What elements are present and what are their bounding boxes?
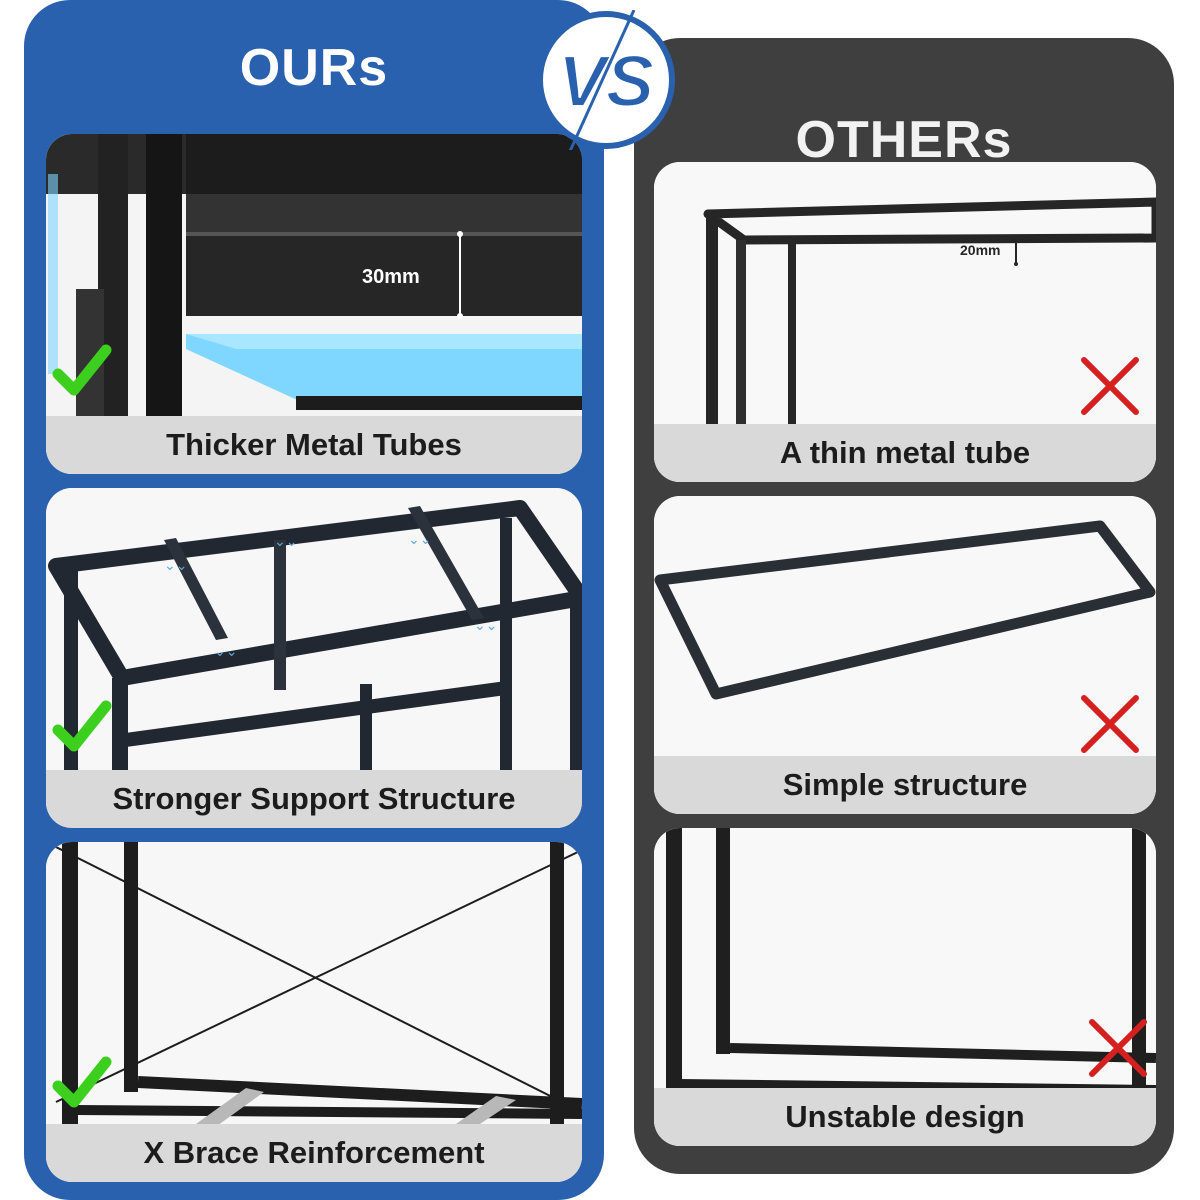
vs-badge: VS xyxy=(537,10,675,150)
svg-text:⌄⌄: ⌄⌄ xyxy=(214,644,237,660)
svg-text:⌄⌄: ⌄⌄ xyxy=(408,532,431,548)
others-caption-simple-structure: Simple structure xyxy=(654,756,1156,814)
ours-card-x-brace: X Brace Reinforcement xyxy=(46,842,582,1182)
thick-tube-measurement: 30mm xyxy=(362,266,420,288)
others-card-thin-tube: 20mm A thin metal tube xyxy=(654,162,1156,482)
others-caption-thin-tube: A thin metal tube xyxy=(654,424,1156,482)
ours-caption-x-brace: X Brace Reinforcement xyxy=(46,1124,582,1182)
svg-text:⌄⌄: ⌄⌄ xyxy=(274,534,297,550)
check-icon xyxy=(52,1056,112,1108)
others-panel: OTHERs 20mm A thin metal tube Simple str… xyxy=(634,38,1174,1174)
thick-tube-illustration xyxy=(46,134,582,474)
others-card-unstable: Unstable design xyxy=(654,828,1156,1146)
svg-text:⌄⌄: ⌄⌄ xyxy=(474,618,497,634)
cross-icon xyxy=(1081,357,1139,415)
cross-icon xyxy=(1089,1019,1147,1077)
cross-icon xyxy=(1081,695,1139,753)
thin-tube-measurement: 20mm xyxy=(960,242,1001,258)
check-icon xyxy=(52,344,112,396)
vs-text: VS xyxy=(558,42,654,122)
others-caption-unstable: Unstable design xyxy=(654,1088,1156,1146)
ours-title: OURs xyxy=(239,39,389,97)
check-icon xyxy=(52,700,112,752)
others-title: OTHERs xyxy=(795,111,1013,169)
ours-panel: OURs 30mm Thicker xyxy=(24,0,604,1200)
others-card-simple-structure: Simple structure xyxy=(654,496,1156,814)
ours-card-support-structure: ⌄⌄ ⌄⌄ ⌄⌄ ⌄⌄ ⌄⌄ Stronger Support Structur… xyxy=(46,488,582,828)
ours-card-thicker-tubes: 30mm Thicker Metal Tubes xyxy=(46,134,582,474)
svg-text:⌄⌄: ⌄⌄ xyxy=(164,558,187,574)
ours-caption-thicker-tubes: Thicker Metal Tubes xyxy=(46,416,582,474)
ours-caption-support-structure: Stronger Support Structure xyxy=(46,770,582,828)
